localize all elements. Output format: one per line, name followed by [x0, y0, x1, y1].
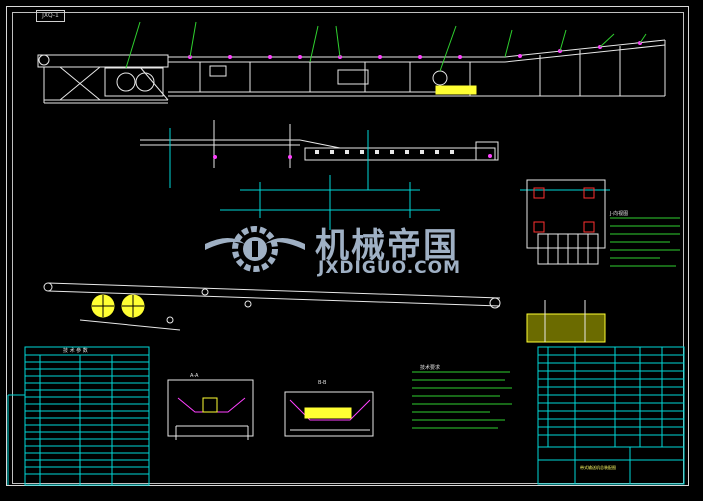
- technical-requirements-text: [412, 371, 512, 429]
- parameters-table: [7, 346, 150, 486]
- title-block: [537, 446, 685, 485]
- drawing-number-box: JXQ-1: [36, 10, 65, 22]
- notes-title: 技术要求: [420, 365, 441, 371]
- section-a-label: A-A: [190, 373, 199, 379]
- drawing-inner-border: [12, 12, 684, 484]
- idler-cross-sections: [167, 379, 374, 440]
- drawing-border: [6, 6, 689, 486]
- drive-base-detail: [526, 179, 606, 343]
- dimension-lines: [220, 175, 610, 230]
- gear-wings-logo-icon: [205, 226, 305, 272]
- drawing-title-caption: 带式输送机总装配图: [580, 465, 616, 470]
- bill-of-materials: [537, 346, 685, 448]
- conveyor-plan-view: [140, 120, 499, 190]
- section-b-label: B-B: [318, 380, 327, 386]
- belt-path-diagram: [43, 282, 501, 331]
- watermark: 机械帝国 JXDIGUO.COM: [200, 214, 510, 284]
- detail-notes: [610, 217, 680, 267]
- section-j-label: J-向视图: [610, 211, 629, 217]
- conveyor-elevation-view: [37, 21, 666, 104]
- watermark-en: JXDIGUO.COM: [318, 258, 462, 278]
- parameters-table-title: 技 术 参 数: [63, 348, 88, 354]
- watermark-cn: 机械帝国: [315, 226, 459, 266]
